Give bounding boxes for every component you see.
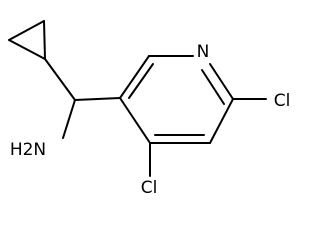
bond — [44, 58, 76, 101]
bond — [201, 69, 225, 105]
pyridine-ring — [119, 55, 234, 144]
bond — [209, 98, 234, 144]
nitrogen-label: N — [197, 42, 210, 62]
bond — [119, 55, 150, 99]
chlorine-label-top: Cl — [274, 91, 291, 111]
bond — [62, 99, 76, 139]
bond — [209, 63, 234, 100]
bond — [43, 20, 46, 60]
bond — [8, 39, 46, 60]
bond — [74, 97, 121, 101]
cyclopropyl-ring — [8, 20, 46, 60]
bond — [128, 63, 154, 99]
chlorine-label-bottom: Cl — [141, 178, 158, 198]
amine-label: H2N — [10, 140, 46, 160]
molecule-structure-drawing: N Cl Cl H2N — [8, 20, 291, 198]
bond — [119, 97, 151, 144]
bond — [8, 20, 45, 41]
